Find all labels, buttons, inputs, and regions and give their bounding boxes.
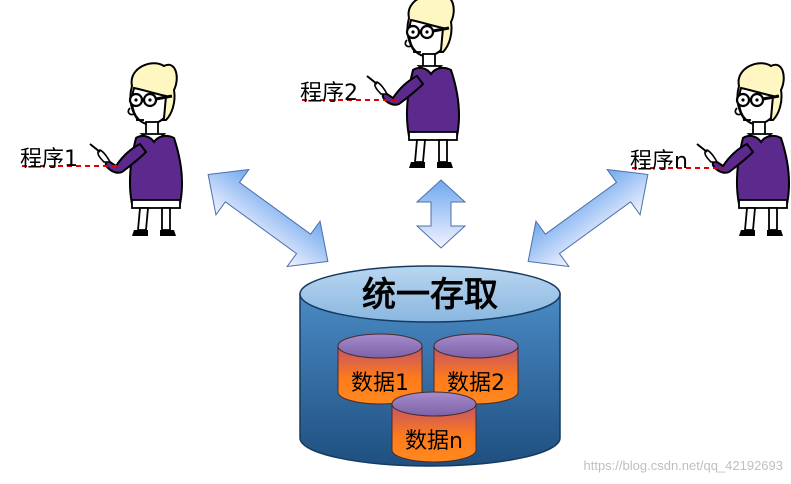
watermark-text: https://blog.csdn.net/qq_42192693 — [584, 458, 784, 473]
data-store-2-label: 数据2 — [447, 371, 505, 396]
double-arrow-left — [207, 168, 329, 268]
program-1-label-group: 程序1 — [20, 147, 120, 172]
program-2-label-group: 程序2 — [300, 81, 398, 106]
double-arrow-center — [415, 179, 467, 249]
arrows — [207, 168, 649, 268]
data-store-n: 数据n — [391, 391, 477, 463]
programmer-figure-n — [695, 61, 791, 238]
double-arrow-right — [527, 168, 649, 268]
program-1-label: 程序1 — [20, 147, 78, 172]
data-store-1-label: 数据1 — [351, 371, 409, 396]
central-store-label: 统一存取 — [362, 275, 498, 315]
program-2-label: 程序2 — [300, 81, 358, 106]
data-store-1: 数据1 — [337, 333, 423, 405]
programmer-figure-2 — [365, 0, 461, 170]
programmer-figure-1 — [88, 61, 184, 238]
program-n-label-group: 程序n — [630, 149, 724, 174]
program-n-label: 程序n — [630, 149, 688, 174]
data-store-n-label: 数据n — [405, 429, 463, 454]
